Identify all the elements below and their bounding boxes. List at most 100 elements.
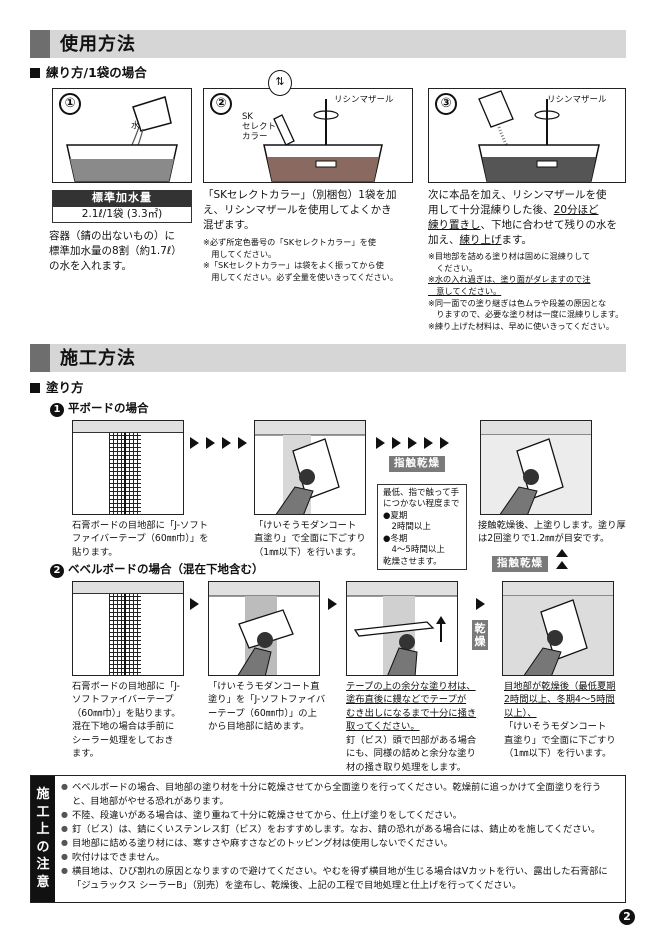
drying-line: 最低、指で触って手 xyxy=(383,488,460,498)
bevel-caption-1: 石膏ボードの目地部に「J- ソフトファイバーテープ （60㎜巾）」を貼ります。 … xyxy=(72,680,197,761)
caution-side-char: 意 xyxy=(36,874,50,890)
step3-note-line: ※目地部を詰める塗り材は固めに混練りして xyxy=(428,251,591,261)
sk-label-line: セレクト xyxy=(242,121,277,132)
caution-box: 施 工 上 の 注 意 ベベルボードの場合、目地部の塗り材を十分に乾燥させてから… xyxy=(30,775,626,903)
step3-text: 次に本品を加え、リシンマザールを使 用して十分混練りした後、20分ほど 練り置き… xyxy=(428,188,633,248)
flat-cap3-line: は2回塗りで1.2㎜が目安です。 xyxy=(478,533,610,545)
sk-label-line: カラー xyxy=(242,131,268,142)
flat-cap2-line: 「けいそうモダンコート xyxy=(254,520,357,531)
ceiling-strip xyxy=(73,582,183,594)
arrow-right-icon xyxy=(328,598,337,610)
step3-span: ます。 xyxy=(501,233,532,246)
scrape-hand-illustration xyxy=(347,582,457,675)
bucket-pour-illustration xyxy=(66,96,178,182)
dry-badge-char: 燥 xyxy=(474,635,486,649)
bevel-tape-illustration xyxy=(72,581,184,676)
drying-end: 乾燥させます。 xyxy=(383,556,442,567)
bevel-scrape-illustration xyxy=(346,581,458,676)
step3-underlined: 練り上げ xyxy=(459,233,502,246)
arrow-right-icon xyxy=(222,437,231,449)
dry-badge-char: 乾 xyxy=(474,622,486,635)
flat-caption-1: 石膏ボードの目地部に「J-ソフト ファイバーテープ（60㎜巾）」を 貼ります。 xyxy=(72,519,222,559)
caution-item: 横目地は、ひび割れの原因となりますので避けてください。やむを得ず横目地が生じる場… xyxy=(61,865,617,893)
arrow-right-icon xyxy=(190,437,199,449)
step2-note-line: 用してください。 xyxy=(203,248,277,259)
bevel-cap4-line: 直塗り」で全面に下ごすり xyxy=(504,734,616,746)
flat-cap3-line: 接触乾燥後、上塗りします。塗り厚 xyxy=(478,520,626,531)
arrow-right-icon xyxy=(476,598,485,610)
step1-line: 容器（錆の出ないもの）に xyxy=(49,230,175,242)
step2-line: 「SKセレクトカラー」（別梱包）1袋を加 xyxy=(203,189,397,201)
section-accent xyxy=(30,344,50,372)
flat-cap1-line: ファイバーテープ（60㎜巾）」を xyxy=(72,533,209,545)
bevel-cap3-line: 材の掻き取り処理をします。 xyxy=(346,761,466,773)
subheading-mixing-text: 練り方/1袋の場合 xyxy=(46,65,147,80)
arrow-right-icon xyxy=(392,437,401,449)
arrow-right-icon xyxy=(440,437,449,449)
mixer-powder-illustration xyxy=(478,90,600,182)
step3-line: 次に本品を加え、リシンマザールを使 xyxy=(428,189,607,201)
step1-line: の水を入れます。 xyxy=(49,259,132,272)
flat-cap1-line: 石膏ボードの目地部に「J-ソフト xyxy=(72,520,208,531)
bevel-topcoat-illustration xyxy=(502,581,614,676)
water-label: 水 xyxy=(131,121,140,131)
bevel-cap1-line: シーラー処理をしておき xyxy=(72,734,174,746)
bevel-cap3-line: にも、同様の詰めと余分な塗り xyxy=(346,748,476,760)
drying-winter: ●冬期 xyxy=(383,533,408,544)
step1-text: 容器（錆の出ないもの）に 標準加水量の8割（約1.7ℓ） の水を入れます。 xyxy=(49,229,199,274)
topcoat-hand-illustration xyxy=(481,421,591,514)
flat-topcoat-illustration xyxy=(480,420,592,515)
caution-item: ベベルボードの場合、目地部の塗り材を十分に乾燥させてから全面塗りを行ってください… xyxy=(61,781,617,809)
board-joint xyxy=(124,433,126,514)
bevel-topcoat-hand xyxy=(503,582,613,675)
drying-summer: ●夏期 xyxy=(383,510,408,521)
step2-line: 混ぜます。 xyxy=(203,218,255,231)
bevel-cap2-line: 「けいそうモダンコート直 xyxy=(208,681,320,692)
touch-dry-badge: 指触乾燥 xyxy=(389,456,445,472)
bevel-cap4-underlined: 2時間以上、冬期4〜5時間 xyxy=(504,694,615,706)
arrow-right-icon xyxy=(408,437,417,449)
fill-hand-illustration xyxy=(209,582,319,675)
caution-side-char: 施 xyxy=(36,787,50,802)
step3-number: ③ xyxy=(435,93,457,115)
arrow-right-icon xyxy=(424,437,433,449)
drying-time-box: 最低、指で触って手 につかない程度まで ●夏期 2時間以上 ●冬期 4〜5時間以… xyxy=(377,484,467,570)
caution-item: 目地部に詰める塗り材には、寒すさや麻すさなどのトッピング材は使用しないでください… xyxy=(61,837,617,851)
section-header-usage: 使用方法 xyxy=(30,30,626,58)
arrow-right-icon xyxy=(190,598,199,610)
step2-note-line: ※「SKセレクトカラー」は袋をよく振ってから使 xyxy=(203,260,384,271)
mixer-color-illustration xyxy=(263,99,383,182)
step2-text: 「SKセレクトカラー」（別梱包）1袋を加 え、リシンマザールを使用してよくかき … xyxy=(203,188,418,233)
bevel-cap2-line: 塗り」を「J-ソフトファイバ xyxy=(208,694,326,706)
section-title-construction: 施工方法 xyxy=(60,348,136,369)
bevel-cap2-line: ーテープ（60㎜巾）」の上 xyxy=(208,707,317,719)
mixer-label: リシンマザール xyxy=(547,95,607,105)
step1-line: 標準加水量の8割（約1.7ℓ） xyxy=(49,244,182,257)
arrow-up-icon xyxy=(556,561,568,569)
drying-summer-value: 2時間以上 xyxy=(383,522,431,533)
bevel-fill-illustration xyxy=(208,581,320,676)
subheading-coating-text: 塗り方 xyxy=(46,380,84,395)
step3-line: 用して十分混練りした後、20分ほど xyxy=(428,203,633,218)
step2-line: え、リシンマザールを使用してよくかき xyxy=(203,203,392,216)
section-header-construction: 施工方法 xyxy=(30,344,626,372)
sk-color-label: SK セレクト カラー xyxy=(242,112,277,142)
flat-caption-3: 接触乾燥後、上塗りします。塗り厚 は2回塗りで1.2㎜が目安です。 xyxy=(478,519,630,546)
caution-side-char: 上 xyxy=(36,822,50,838)
flat-cap2-line: 直塗り」で全面に下ごすり xyxy=(254,533,366,545)
step2-illustration: ② リシンマザール SK セレクト カラー xyxy=(203,88,413,183)
step1-number: ① xyxy=(59,93,81,115)
bevel-cap1-line: ソフトファイバーテープ xyxy=(72,694,174,706)
bevel-number-icon: 2 xyxy=(50,564,64,578)
step2-notes: ※必ず所定色番号の「SKセレクトカラー」を使 用してください。 ※「SKセレクト… xyxy=(203,237,418,284)
flat-trowel-illustration xyxy=(254,420,366,515)
section-accent xyxy=(30,30,50,58)
bevel-cap4-underlined: 目地部が乾燥後（最低夏期 xyxy=(504,681,616,692)
square-bullet-icon xyxy=(30,383,40,393)
shake-arrows-icon: ⇅ xyxy=(268,70,292,96)
bevel-cap1-line: 石膏ボードの目地部に「J- xyxy=(72,681,181,692)
subheading-mixing: 練り方/1袋の場合 xyxy=(30,65,147,81)
dry-badge: 乾 燥 xyxy=(472,620,488,651)
bevel-cap1-line: 混在下地の場合は手前に xyxy=(72,721,175,733)
